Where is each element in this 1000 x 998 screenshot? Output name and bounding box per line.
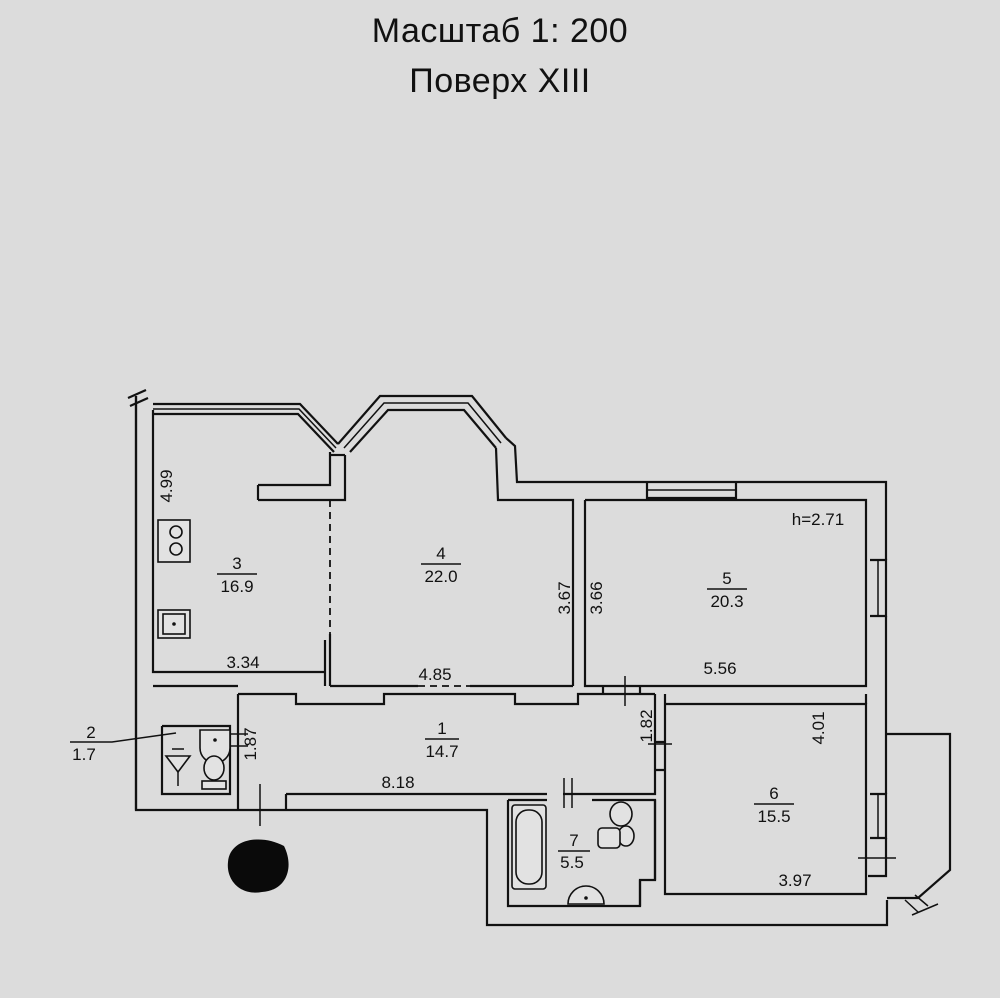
ceiling-height: h=2.71 xyxy=(792,510,844,529)
room3-height-dimension: 4.99 xyxy=(157,469,176,502)
shower-icon xyxy=(164,755,192,774)
fixtures xyxy=(157,519,635,905)
room-area: 5.5 xyxy=(560,853,584,872)
burner-icon xyxy=(169,542,183,556)
burner-icon xyxy=(169,525,183,539)
washbasin-icon xyxy=(567,885,605,905)
toilet-seat-icon xyxy=(597,827,621,849)
dimension-labels: h=2.71 4.99 3.34 4.85 3.67 3.66 5.56 1.8… xyxy=(157,469,844,890)
room-area: 16.9 xyxy=(220,577,253,596)
floor-title: Поверх XIII xyxy=(409,62,591,100)
bathtub-basin-icon xyxy=(515,809,543,885)
room-number: 6 xyxy=(769,784,778,803)
room-area: 1.7 xyxy=(72,745,96,764)
room-area: 22.0 xyxy=(424,567,457,586)
room-labels: 3 16.9 4 22.0 5 20.3 1 14.7 6 15.5 7 5.5… xyxy=(70,544,794,872)
room3-width-dimension: 3.34 xyxy=(226,653,259,672)
room-number: 5 xyxy=(722,569,731,588)
corridor-height-dimension: 1.82 xyxy=(637,709,656,742)
room-number: 3 xyxy=(232,554,241,573)
room5-height-dimension: 3.66 xyxy=(587,581,606,614)
toilet-icon xyxy=(609,801,633,827)
scale-title: Масштаб 1: 200 xyxy=(371,12,629,50)
interior-walls xyxy=(153,498,896,908)
riser-icon xyxy=(227,839,289,893)
room-number: 2 xyxy=(86,723,95,742)
room4-height-dimension: 3.67 xyxy=(555,581,574,614)
room-area: 14.7 xyxy=(425,742,458,761)
corridor-width-dimension: 8.18 xyxy=(381,773,414,792)
room-area: 20.3 xyxy=(710,592,743,611)
room5-width-dimension: 5.56 xyxy=(703,659,736,678)
toilet-icon xyxy=(203,755,225,781)
room6-height-dimension: 4.01 xyxy=(809,711,828,744)
room4-width-dimension: 4.85 xyxy=(418,665,451,684)
leader-line xyxy=(70,732,177,743)
room-number: 1 xyxy=(437,719,446,738)
drain-icon xyxy=(172,622,176,626)
room6-width-dimension: 3.97 xyxy=(778,871,811,890)
room2-height-dimension: 1.87 xyxy=(241,727,260,760)
toilet-tank-icon xyxy=(201,780,227,790)
room-number: 4 xyxy=(436,544,445,563)
room-area: 15.5 xyxy=(757,807,790,826)
outer-walls xyxy=(127,388,952,927)
room-number: 7 xyxy=(569,831,578,850)
